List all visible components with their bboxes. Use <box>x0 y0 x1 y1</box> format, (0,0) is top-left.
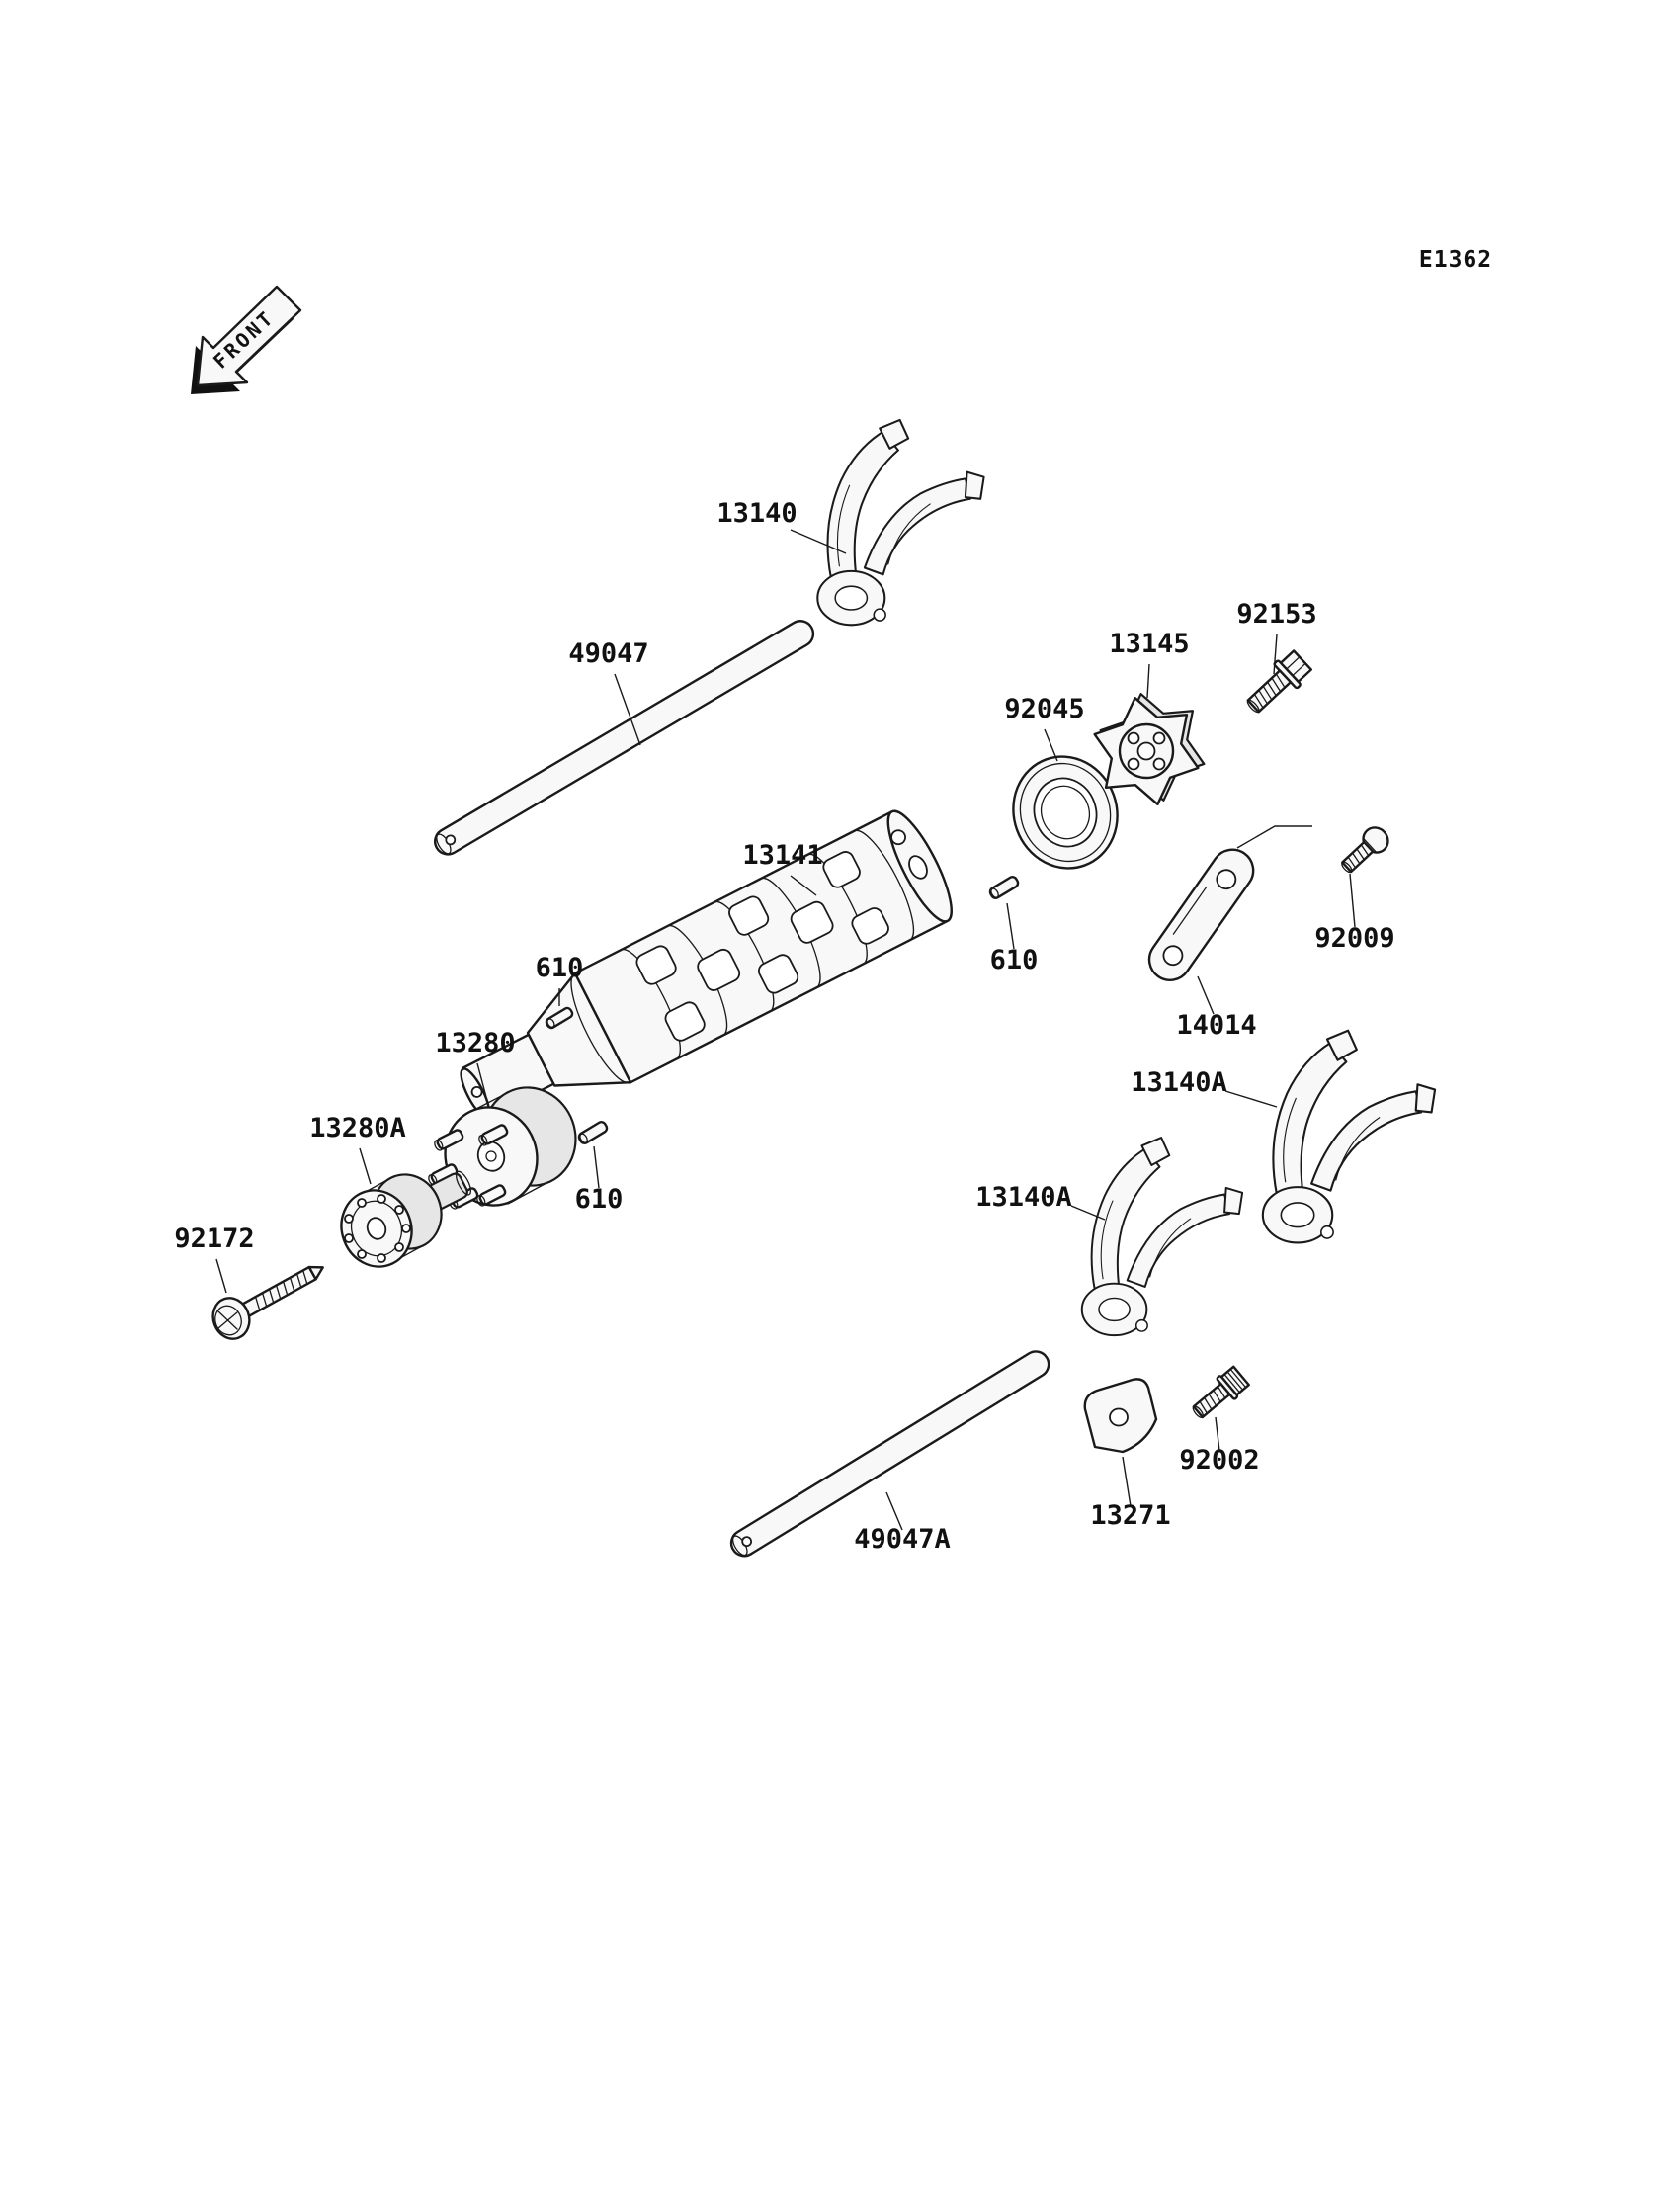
pin-610-right <box>988 876 1020 899</box>
bolt-92153 <box>1246 649 1313 714</box>
front-arrow <box>196 285 302 387</box>
shift-fork-13140A-left <box>1080 1137 1244 1337</box>
pin-610-upper <box>545 1006 574 1030</box>
part-label-610-right: 610 <box>990 945 1039 975</box>
part-label-14014: 14014 <box>1176 1010 1256 1041</box>
shift-fork-13140 <box>816 418 985 627</box>
bearing-collar-13280A <box>340 1170 472 1268</box>
part-label-92002: 92002 <box>1179 1445 1259 1476</box>
part-label-13140A-left: 13140A <box>975 1182 1072 1213</box>
part-label-13141: 13141 <box>742 840 822 871</box>
part-label-92009: 92009 <box>1314 923 1394 954</box>
bolt-92002 <box>1192 1365 1250 1419</box>
part-label-13140: 13140 <box>716 498 797 529</box>
front-direction-arrow: FRONT <box>191 285 302 394</box>
screw-92009 <box>1341 826 1389 874</box>
lever-plate-14014 <box>1147 825 1312 981</box>
part-label-610-upper: 610 <box>536 953 584 983</box>
part-label-92172: 92172 <box>174 1224 254 1254</box>
part-label-92045: 92045 <box>1004 694 1084 724</box>
part-label-13140A-right: 13140A <box>1131 1067 1227 1098</box>
part-label-610-lower: 610 <box>575 1184 624 1215</box>
shift-rod-49047 <box>434 620 815 856</box>
part-label-13145: 13145 <box>1109 629 1189 659</box>
part-label-13280A: 13280A <box>309 1113 406 1143</box>
part-label-13271: 13271 <box>1090 1500 1170 1531</box>
shift-rod-49047A <box>729 1350 1050 1558</box>
part-label-13280: 13280 <box>435 1028 515 1058</box>
part-label-92153: 92153 <box>1236 599 1316 630</box>
part-label-49047A: 49047A <box>854 1524 951 1555</box>
shift-fork-13140A-right <box>1261 1029 1437 1244</box>
ball-bearing-92045 <box>1012 755 1119 870</box>
stopper-plate-13271 <box>1083 1378 1158 1454</box>
part-label-49047: 49047 <box>568 638 648 669</box>
gear-change-drum-13141 <box>460 809 953 1119</box>
reference-bracket <box>1236 825 1312 849</box>
diagram-code: E1362 <box>1419 247 1492 273</box>
leader-lines <box>215 529 1356 1531</box>
shift-drum-cam-13145 <box>1093 693 1206 806</box>
screw-92172 <box>211 1265 324 1340</box>
part-labels: 13140 49047 92153 13145 92045 13141 610 … <box>174 498 1394 1555</box>
pin-610-lower <box>577 1121 609 1144</box>
